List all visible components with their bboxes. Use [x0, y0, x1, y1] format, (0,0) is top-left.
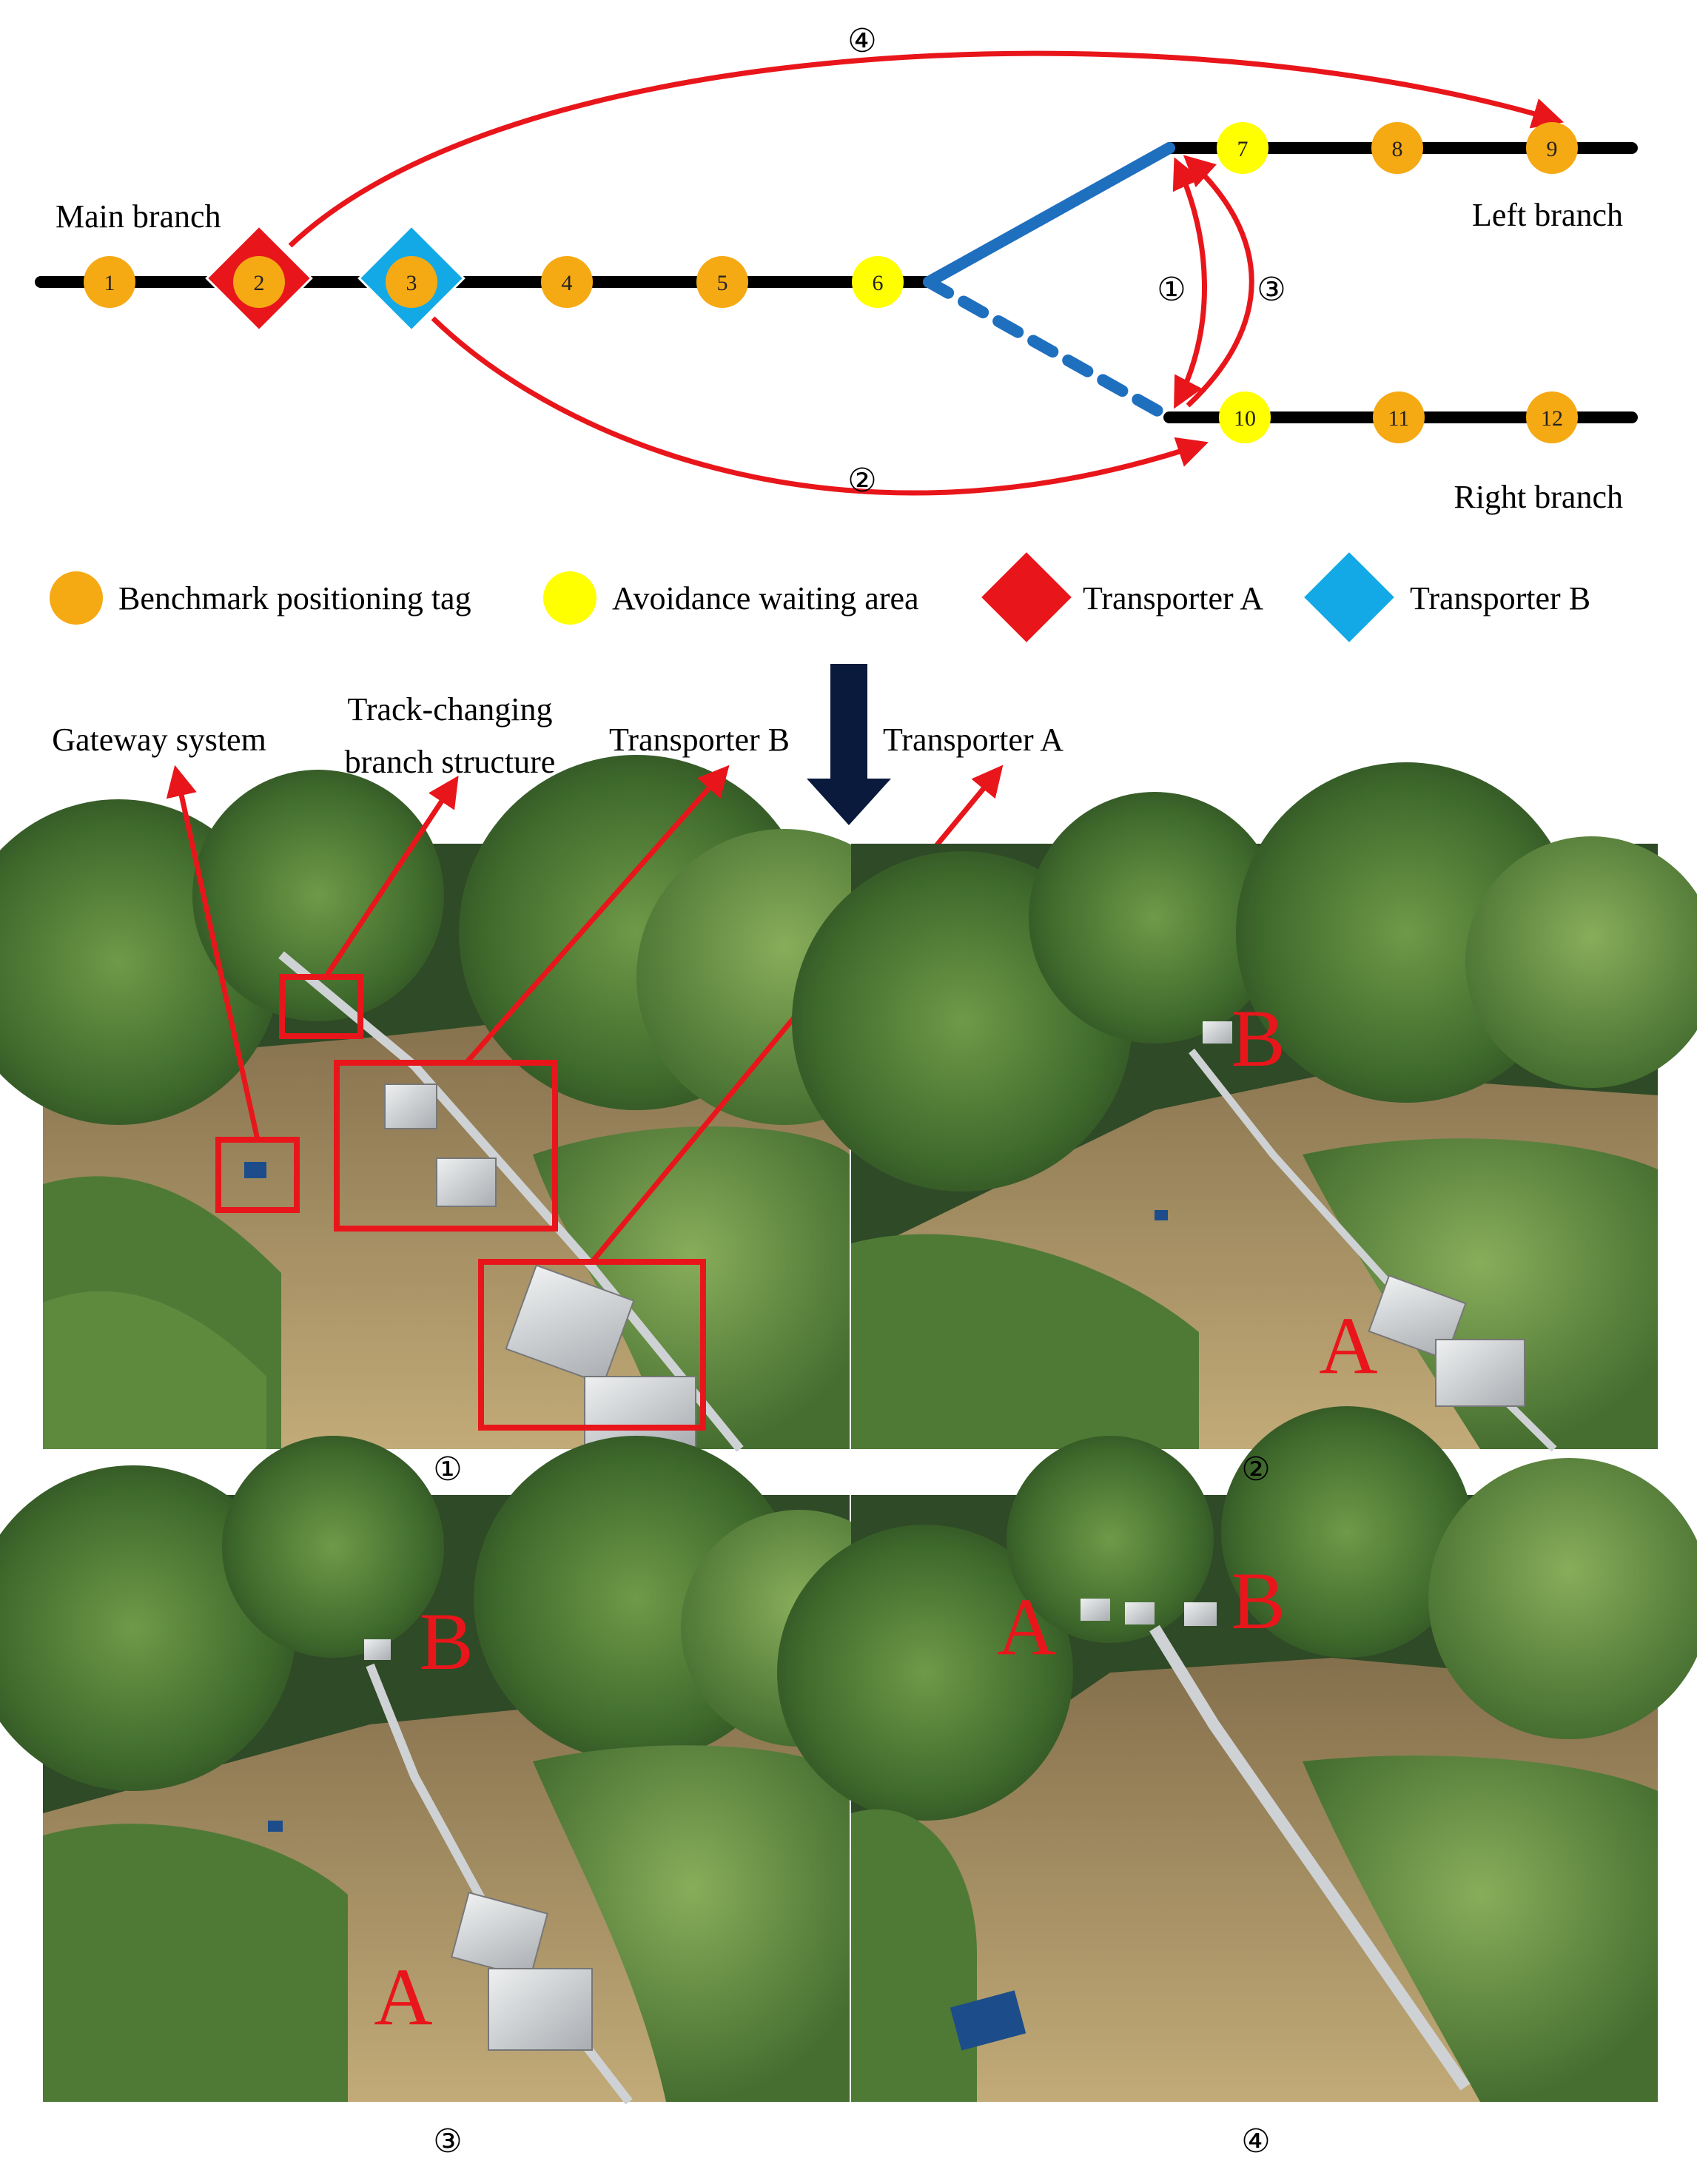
photo-3-label-b: B: [419, 1596, 473, 1687]
legend-avoidance-swatch: [543, 571, 597, 625]
legend-transporter-a-label: Transporter A: [1083, 580, 1263, 616]
down-arrow: [807, 664, 891, 825]
callout-track-changing-line1: Track-changing: [348, 691, 553, 728]
switch-link-left: [923, 142, 1175, 288]
tag-12: 12: [1526, 392, 1578, 443]
photo-4-label-b: B: [1231, 1556, 1285, 1646]
photo-4-label-a: A: [997, 1582, 1055, 1672]
photo-3-caption: ③: [433, 2123, 462, 2160]
tag-10: 10: [1219, 392, 1271, 443]
tag-3: 3: [386, 256, 437, 308]
route-label-4: ④: [847, 22, 876, 60]
photo-1-caption: ①: [433, 1451, 462, 1488]
photo-2-label-a: A: [1319, 1300, 1377, 1391]
tag-9: 9: [1526, 122, 1578, 174]
main-branch-label: Main branch: [56, 198, 221, 235]
svg-text:8: 8: [1392, 137, 1403, 161]
route-label-3: ③: [1257, 271, 1286, 309]
photo-2-caption: ②: [1241, 1451, 1270, 1488]
photo-2-label-b: B: [1231, 993, 1285, 1083]
leader-gateway: [166, 765, 261, 1140]
callout-transporter-a: Transporter A: [883, 722, 1063, 758]
route-arrow-4: [288, 50, 1565, 248]
tag-7: 7: [1217, 122, 1268, 174]
legend-transporter-a-swatch: [981, 552, 1072, 642]
svg-text:4: 4: [562, 271, 573, 295]
svg-text:2: 2: [254, 271, 265, 295]
tag-8: 8: [1371, 122, 1423, 174]
right-branch-label: Right branch: [1454, 479, 1623, 515]
tag-11: 11: [1373, 392, 1425, 443]
tag-4: 4: [541, 256, 593, 308]
tag-5: 5: [696, 256, 748, 308]
svg-text:12: 12: [1541, 406, 1563, 431]
legend: Benchmark positioning tag Avoidance wait…: [50, 552, 1590, 642]
photo-4-caption: ④: [1241, 2123, 1270, 2160]
box-transporter-b: [334, 1060, 558, 1232]
legend-transporter-b-label: Transporter B: [1410, 580, 1590, 616]
leader-track-changing: [323, 775, 459, 978]
svg-text:10: 10: [1234, 406, 1256, 431]
photo-3-label-a: A: [374, 1952, 432, 2042]
photo-1: [0, 755, 932, 1452]
svg-text:6: 6: [873, 271, 884, 295]
route-arrow-3: [1183, 155, 1254, 408]
callout-track-changing-line2: branch structure: [345, 744, 556, 780]
route-label-2: ②: [847, 462, 876, 500]
left-branch-label: Left branch: [1472, 197, 1623, 233]
legend-benchmark-swatch: [50, 571, 103, 625]
photo-2: B A: [792, 762, 1697, 1452]
box-track-changing: [279, 974, 363, 1039]
photo-3: B A: [0, 1436, 918, 2105]
svg-text:5: 5: [717, 271, 728, 295]
route-arrow-2: [431, 316, 1209, 496]
legend-avoidance-label: Avoidance waiting area: [612, 580, 919, 616]
legend-transporter-b-swatch: [1304, 552, 1394, 642]
photo-4: A B: [777, 1406, 1697, 2102]
tag-1: 1: [84, 256, 135, 308]
svg-text:7: 7: [1237, 137, 1249, 161]
legend-benchmark-label: Benchmark positioning tag: [118, 580, 471, 616]
callout-gateway-system: Gateway system: [52, 722, 266, 758]
leader-transporter-b: [464, 765, 730, 1065]
svg-text:9: 9: [1547, 137, 1558, 161]
switch-link-right-dashed: [923, 276, 1175, 423]
svg-text:3: 3: [406, 271, 417, 295]
callout-transporter-b: Transporter B: [609, 722, 790, 758]
route-arrow-1: [1172, 157, 1207, 409]
route-label-1: ①: [1157, 271, 1186, 309]
track-schematic: ④ ② ① ③ 1 2 3 4 5 6: [35, 22, 1638, 515]
svg-text:1: 1: [104, 271, 115, 295]
callouts: Gateway system Track-changing branch str…: [52, 691, 1063, 780]
tag-6: 6: [852, 256, 904, 308]
tag-2: 2: [233, 256, 285, 308]
svg-text:11: 11: [1388, 406, 1410, 431]
